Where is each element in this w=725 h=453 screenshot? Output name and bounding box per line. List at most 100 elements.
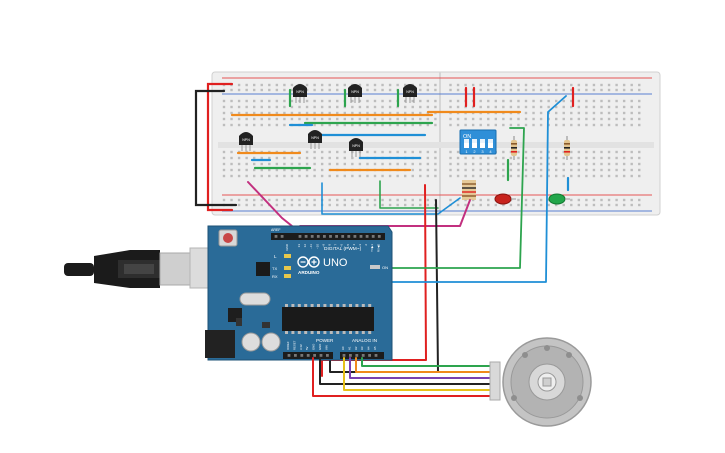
breadboard-hole[interactable]: [245, 111, 248, 115]
breadboard-hole[interactable]: [358, 99, 362, 103]
breadboard-hole[interactable]: [622, 83, 626, 87]
breadboard-hole[interactable]: [577, 150, 581, 154]
breadboard-hole[interactable]: [607, 117, 611, 121]
breadboard-hole[interactable]: [600, 83, 603, 87]
breadboard-hole[interactable]: [524, 156, 528, 160]
breadboard-hole[interactable]: [396, 203, 399, 207]
breadboard-hole[interactable]: [388, 88, 392, 92]
breadboard-hole[interactable]: [275, 174, 279, 178]
breadboard-hole[interactable]: [381, 88, 384, 92]
breadboard-hole[interactable]: [570, 105, 573, 109]
breadboard-hole[interactable]: [607, 156, 611, 160]
breadboard-hole[interactable]: [479, 117, 482, 121]
breadboard-hole[interactable]: [313, 162, 316, 166]
breadboard-hole[interactable]: [555, 123, 558, 127]
breadboard-hole[interactable]: [592, 150, 596, 154]
breadboard-hole[interactable]: [479, 168, 482, 172]
breadboard-hole[interactable]: [230, 88, 233, 92]
breadboard-hole[interactable]: [245, 105, 248, 109]
breadboard-hole[interactable]: [275, 203, 279, 207]
breadboard-hole[interactable]: [502, 156, 505, 160]
breadboard-hole[interactable]: [449, 123, 452, 127]
breadboard-hole[interactable]: [366, 111, 369, 115]
breadboard-hole[interactable]: [328, 99, 331, 103]
breadboard-hole[interactable]: [509, 156, 513, 160]
digital-pin-hole[interactable]: [371, 235, 375, 238]
breadboard-hole[interactable]: [615, 88, 618, 92]
breadboard-hole[interactable]: [283, 99, 286, 103]
breadboard-hole[interactable]: [615, 174, 618, 178]
breadboard-hole[interactable]: [404, 83, 407, 87]
breadboard-hole[interactable]: [600, 123, 603, 127]
breadboard-hole[interactable]: [630, 150, 633, 154]
breadboard-hole[interactable]: [320, 99, 324, 103]
power-pin-hole[interactable]: [300, 354, 304, 357]
breadboard-hole[interactable]: [253, 111, 256, 115]
breadboard-hole[interactable]: [260, 123, 263, 127]
breadboard-hole[interactable]: [366, 203, 369, 207]
breadboard-hole[interactable]: [245, 156, 248, 160]
breadboard-hole[interactable]: [517, 99, 520, 103]
breadboard-hole[interactable]: [456, 162, 460, 166]
breadboard-hole[interactable]: [517, 123, 520, 127]
breadboard-hole[interactable]: [464, 117, 467, 121]
breadboard-hole[interactable]: [388, 150, 392, 154]
breadboard-hole[interactable]: [305, 156, 309, 160]
breadboard-hole[interactable]: [351, 198, 354, 202]
breadboard-hole[interactable]: [336, 105, 339, 109]
breadboard-hole[interactable]: [298, 111, 301, 115]
breadboard-hole[interactable]: [532, 117, 535, 121]
breadboard-hole[interactable]: [313, 168, 316, 172]
breadboard-hole[interactable]: [449, 168, 452, 172]
breadboard-hole[interactable]: [487, 156, 490, 160]
breadboard-hole[interactable]: [260, 162, 263, 166]
breadboard-hole[interactable]: [502, 88, 505, 92]
breadboard-hole[interactable]: [373, 83, 377, 87]
breadboard-hole[interactable]: [539, 168, 543, 172]
breadboard-hole[interactable]: [562, 168, 565, 172]
breadboard-hole[interactable]: [373, 123, 377, 127]
breadboard-hole[interactable]: [358, 162, 362, 166]
breadboard-hole[interactable]: [351, 174, 354, 178]
breadboard-hole[interactable]: [396, 83, 399, 87]
breadboard-hole[interactable]: [592, 203, 596, 207]
breadboard-hole[interactable]: [268, 105, 271, 109]
breadboard-hole[interactable]: [555, 162, 558, 166]
breadboard-hole[interactable]: [351, 123, 354, 127]
breadboard-hole[interactable]: [237, 123, 241, 127]
breadboard-hole[interactable]: [524, 203, 528, 207]
breadboard-hole[interactable]: [638, 117, 641, 121]
breadboard-hole[interactable]: [638, 83, 641, 87]
breadboard-hole[interactable]: [456, 150, 460, 154]
breadboard-hole[interactable]: [607, 198, 611, 202]
breadboard-hole[interactable]: [638, 156, 641, 160]
analog-pin-hole[interactable]: [355, 354, 359, 357]
breadboard-hole[interactable]: [283, 174, 286, 178]
breadboard-hole[interactable]: [570, 198, 573, 202]
breadboard-hole[interactable]: [351, 111, 354, 115]
breadboard-hole[interactable]: [638, 162, 641, 166]
breadboard-hole[interactable]: [388, 111, 392, 115]
breadboard-hole[interactable]: [615, 162, 618, 166]
breadboard-hole[interactable]: [373, 117, 377, 121]
breadboard-hole[interactable]: [396, 123, 399, 127]
breadboard-hole[interactable]: [471, 117, 475, 121]
breadboard-hole[interactable]: [600, 117, 603, 121]
breadboard-hole[interactable]: [426, 123, 430, 127]
breadboard-hole[interactable]: [275, 99, 279, 103]
breadboard-hole[interactable]: [230, 174, 233, 178]
breadboard-hole[interactable]: [381, 198, 384, 202]
dip-key-slider[interactable]: [464, 143, 469, 148]
breadboard-hole[interactable]: [502, 83, 505, 87]
breadboard-hole[interactable]: [411, 111, 414, 115]
breadboard-hole[interactable]: [411, 198, 414, 202]
breadboard-hole[interactable]: [253, 105, 256, 109]
analog-pin-holes[interactable]: [342, 354, 378, 357]
breadboard-hole[interactable]: [592, 83, 596, 87]
breadboard-hole[interactable]: [411, 162, 414, 166]
breadboard-hole[interactable]: [260, 99, 263, 103]
breadboard-hole[interactable]: [260, 156, 263, 160]
breadboard-hole[interactable]: [600, 150, 603, 154]
breadboard-hole[interactable]: [607, 123, 611, 127]
